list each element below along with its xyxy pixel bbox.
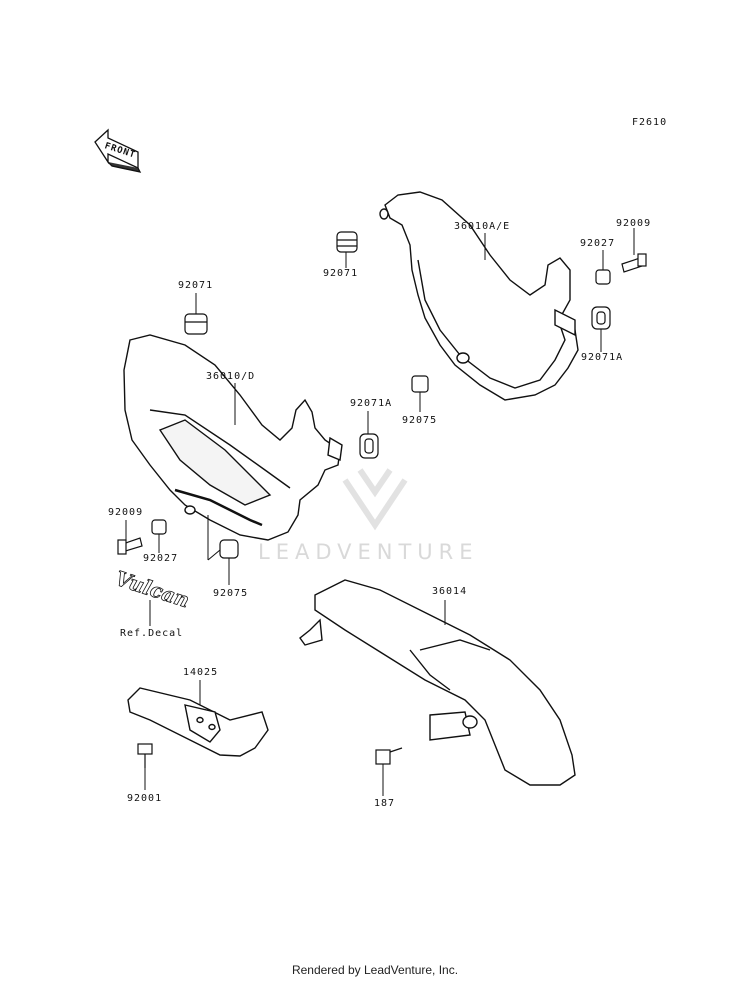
footer-credit: Rendered by LeadVenture, Inc. bbox=[291, 963, 459, 977]
part-label-ref-decal: Ref.Decal bbox=[120, 628, 184, 639]
part-label-92027-left: 92027 bbox=[143, 553, 179, 564]
part-label-92071-top-right: 92071 bbox=[323, 268, 359, 279]
part-label-92075-low: 92075 bbox=[213, 588, 249, 599]
part-label-36010ae: 36010A/E bbox=[454, 221, 511, 232]
diagram-code: F2610 bbox=[632, 117, 668, 128]
part-label-92075-mid: 92075 bbox=[402, 415, 438, 426]
watermark-text: LEADVENTURE bbox=[258, 540, 479, 564]
part-label-92071a-right: 92071A bbox=[581, 352, 624, 363]
leader-lines bbox=[125, 228, 635, 796]
part-label-92071a-mid: 92071A bbox=[350, 398, 393, 409]
part-label-92071-top-left: 92071 bbox=[178, 280, 214, 291]
part-label-14025: 14025 bbox=[183, 667, 219, 678]
watermark-logo bbox=[342, 468, 408, 531]
part-label-36014: 36014 bbox=[432, 586, 468, 597]
part-label-92009-left: 92009 bbox=[108, 507, 144, 518]
small-parts bbox=[117, 231, 647, 768]
part-label-92009-top: 92009 bbox=[616, 218, 652, 229]
side-cover-left bbox=[123, 334, 343, 541]
part-label-92001: 92001 bbox=[127, 793, 163, 804]
part-label-187: 187 bbox=[374, 798, 396, 809]
lower-cover bbox=[127, 687, 269, 757]
chain-guard bbox=[299, 579, 576, 786]
part-label-92027-top: 92027 bbox=[580, 238, 616, 249]
part-label-36010d: 36010/D bbox=[206, 371, 256, 382]
side-cover-right bbox=[379, 191, 579, 401]
front-arrow-icon bbox=[94, 128, 142, 173]
